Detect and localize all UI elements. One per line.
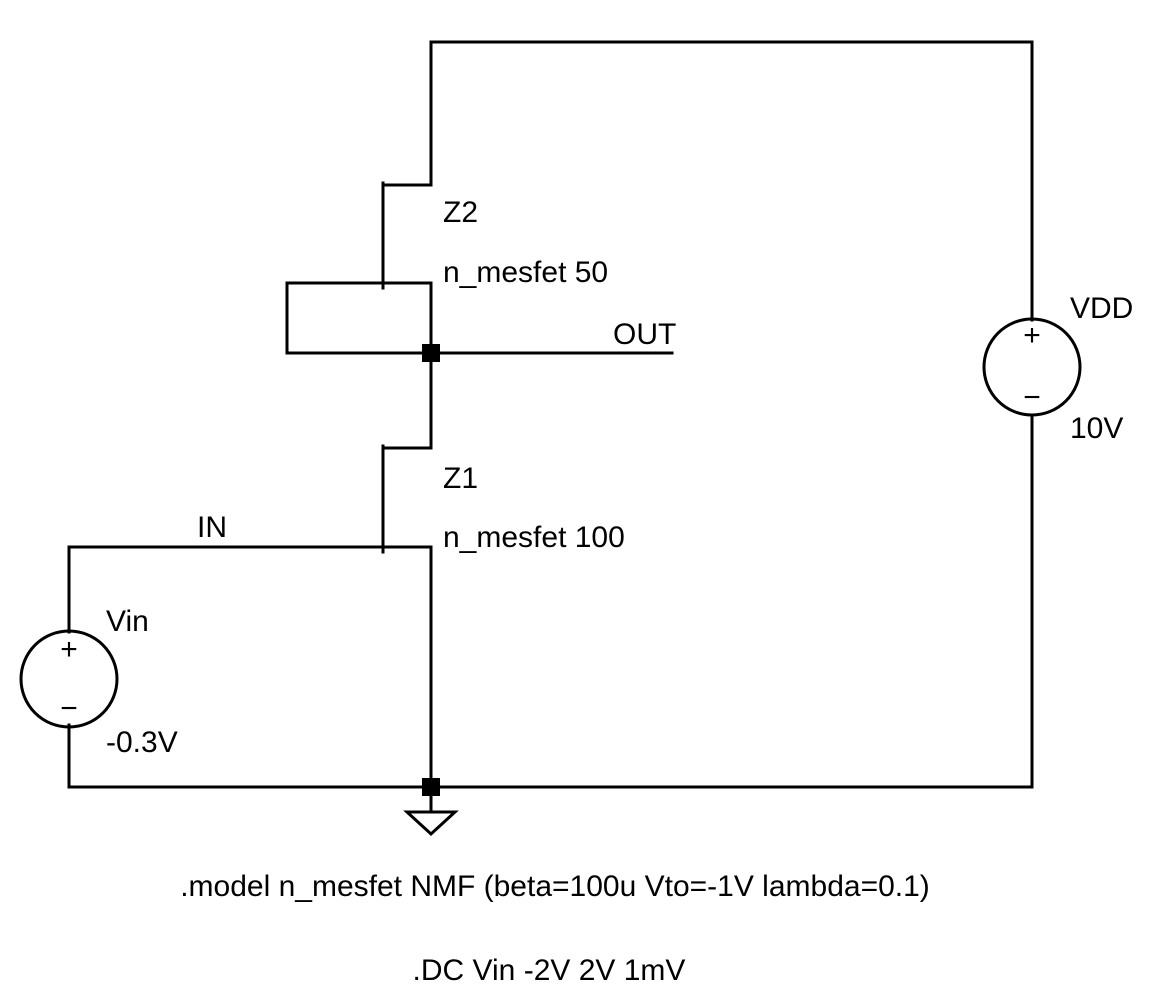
wires: [67, 40, 1034, 789]
vdd-plus-sign: +: [1023, 319, 1041, 352]
ground-triangle: [403, 810, 459, 837]
wire-z2-gate-loop: [285, 281, 433, 355]
vdd-source-symbol: [982, 317, 1082, 417]
z1-value: n_mesfet 100: [443, 521, 625, 554]
z1-mesfet-symbol: [381, 444, 433, 554]
net-label-in: IN: [197, 511, 227, 544]
wire-vdd-top: [429, 40, 1034, 322]
vdd-name: VDD: [1070, 292, 1133, 325]
junction-out: [422, 344, 440, 362]
net-label-out: OUT: [613, 318, 676, 351]
model-directive: .model n_mesfet NMF (beta=100u Vto=-1V l…: [180, 870, 930, 903]
z2-value: n_mesfet 50: [443, 256, 608, 289]
vin-source-symbol: [19, 629, 119, 729]
z2-name: Z2: [443, 196, 478, 229]
vin-name: Vin: [106, 605, 149, 638]
vin-value: -0.3V: [106, 726, 178, 759]
wire-in-net: [67, 545, 385, 634]
ground-symbol: [403, 785, 459, 837]
vin-minus-sign: −: [60, 692, 78, 725]
vdd-circle: [982, 317, 1082, 417]
vin-circle: [19, 629, 119, 729]
vdd-minus-sign: −: [1023, 381, 1041, 414]
vin-plus-sign: +: [60, 633, 78, 666]
z1-name: Z1: [443, 462, 478, 495]
z2-mesfet-symbol: [381, 181, 433, 290]
vdd-value: 10V: [1070, 412, 1123, 445]
dc-directive: .DC Vin -2V 2V 1mV: [413, 954, 686, 987]
